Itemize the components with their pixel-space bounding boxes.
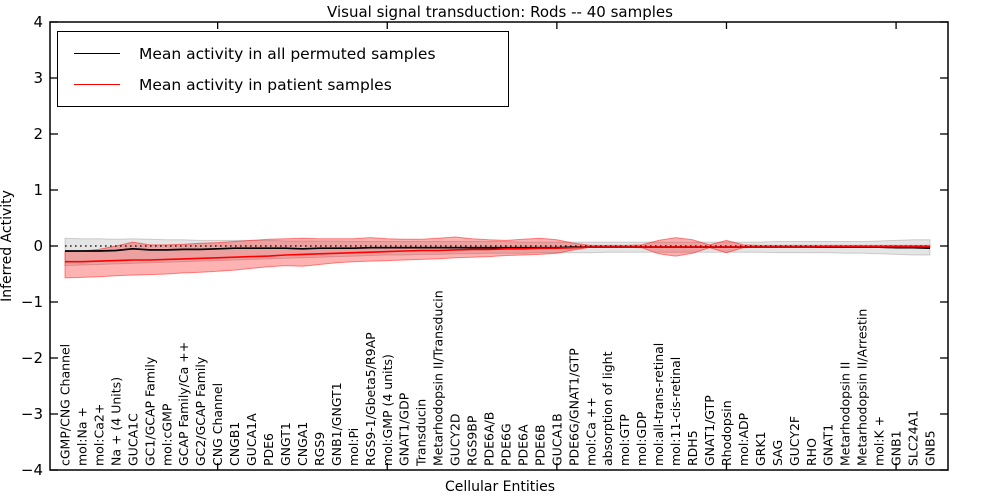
x-tick-label: GUCA1B xyxy=(549,413,564,466)
y-tick-label: 4 xyxy=(33,13,43,31)
x-tick-label: mol:Na + xyxy=(75,407,90,466)
y-tick-label: 2 xyxy=(33,125,43,143)
y-tick-label: −2 xyxy=(21,349,43,367)
x-tick-label: PDE6 xyxy=(261,433,276,466)
y-tick-label: 3 xyxy=(33,69,43,87)
x-tick-label: GC1/GCAP Family xyxy=(142,356,157,466)
chart-title: Visual signal transduction: Rods -- 40 s… xyxy=(327,3,673,21)
x-tick-label: GNAT1/GDP xyxy=(397,392,412,466)
x-tick-label: RGS9 xyxy=(312,432,327,466)
x-tick-label: cGMP/CNG Channel xyxy=(58,344,73,466)
y-tick-label: 1 xyxy=(33,181,43,199)
x-tick-label: GUCA1A xyxy=(244,413,259,466)
x-tick-label: Metarhodopsin II/Transducin xyxy=(431,290,446,466)
x-tick-label: CNGA1 xyxy=(295,422,310,466)
x-tick-label: mol:Ca2+ xyxy=(91,404,106,466)
legend-item: Mean activity in patient samples xyxy=(58,69,508,100)
y-tick-label: 0 xyxy=(33,237,43,255)
legend: Mean activity in all permuted samples Me… xyxy=(57,31,509,107)
x-tick-label: mol:cGMP xyxy=(159,403,174,466)
x-tick-label: mol:Pi xyxy=(346,428,361,466)
x-tick-label: mol:GTP xyxy=(617,414,632,466)
x-tick-label: RHO xyxy=(804,438,819,466)
x-tick-label: Transducin xyxy=(414,399,429,467)
x-tick-label: GNB5 xyxy=(923,430,938,466)
x-tick-label: mol:Ca ++ xyxy=(583,397,598,466)
x-tick-label: GC2/GCAP Family xyxy=(193,356,208,466)
y-axis-label: Inferred Activity xyxy=(0,190,15,302)
patient-mean-line xyxy=(65,245,930,263)
x-tick-label: mol:GDP xyxy=(634,411,649,466)
x-tick-label: GUCA1C xyxy=(125,413,140,466)
x-tick-label: CNGB1 xyxy=(227,422,242,466)
x-tick-label: mol:11-cis-retinal xyxy=(668,357,683,466)
x-tick-label: absorption of light xyxy=(600,351,615,466)
x-tick-label: SAG xyxy=(770,440,785,466)
y-tick-label: −4 xyxy=(21,461,43,479)
x-tick-label: PDE6B xyxy=(532,424,547,466)
y-tick-label: −3 xyxy=(21,405,43,423)
x-tick-label: GNGT1 xyxy=(278,422,293,466)
legend-label: Mean activity in patient samples xyxy=(139,75,392,94)
x-tick-label: PDE6G/GNAT1/GTP xyxy=(566,348,581,466)
x-tick-label: RGS9-1/Gbeta5/R9AP xyxy=(363,332,378,466)
x-tick-label: SLC24A1 xyxy=(906,410,921,466)
x-tick-label: CNG Channel xyxy=(210,383,225,466)
y-tick-label: −1 xyxy=(21,293,43,311)
legend-line-patient xyxy=(74,84,120,85)
x-tick-label: mol:GMP (4 units) xyxy=(380,354,395,466)
x-tick-label: GUCY2F xyxy=(787,416,802,466)
x-tick-label: GNB1 xyxy=(889,430,904,466)
x-tick-label: mol:K + xyxy=(872,416,887,466)
x-tick-label: RDH5 xyxy=(685,430,700,466)
x-tick-label: mol:ADP xyxy=(736,412,751,466)
x-tick-label: Metarhodopsin II xyxy=(838,362,853,466)
permuted-band xyxy=(64,237,931,267)
x-tick-label: GNAT1 xyxy=(821,424,836,466)
legend-label: Mean activity in all permuted samples xyxy=(139,44,436,63)
x-tick-label: PDE6A/B xyxy=(482,412,497,466)
x-tick-label: RGS9BP xyxy=(465,415,480,466)
x-tick-label: GNAT1/GTP xyxy=(702,395,717,466)
x-tick-label: GUCY2D xyxy=(448,413,463,466)
x-tick-label: Rhodopsin xyxy=(719,400,734,466)
x-tick-label: GNB1/GNGT1 xyxy=(329,382,344,466)
x-tick-label: GCAP Family/Ca ++ xyxy=(176,342,191,466)
x-tick-label: mol:all-trans-retinal xyxy=(651,343,666,466)
x-tick-label: GRK1 xyxy=(753,431,768,466)
legend-item: Mean activity in all permuted samples xyxy=(58,38,508,69)
x-axis-label: Cellular Entities xyxy=(444,479,556,495)
x-tick-label: Metarhodopsin II/Arrestin xyxy=(855,309,870,466)
legend-line-permuted xyxy=(74,53,120,54)
x-tick-label: Na + (4 Units) xyxy=(108,377,123,466)
x-tick-label: PDE6G xyxy=(499,423,514,466)
x-tick-label: PDE6A xyxy=(515,424,530,466)
